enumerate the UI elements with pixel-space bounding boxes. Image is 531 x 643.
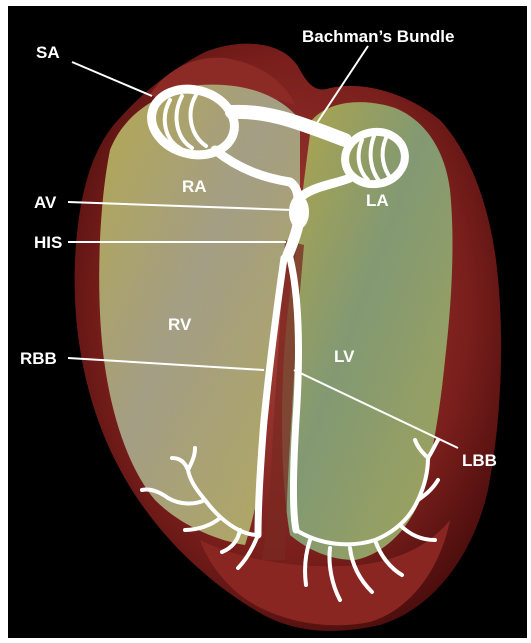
label-sa: SA [36, 43, 60, 62]
label-his: HIS [34, 233, 62, 252]
label-av: AV [34, 193, 57, 212]
label-la: LA [366, 191, 389, 210]
label-lbb: LBB [462, 451, 497, 470]
label-lv: LV [334, 347, 355, 366]
label-bachmans-bundle: Bachman’s Bundle [302, 27, 454, 46]
label-ra: RA [182, 177, 207, 196]
label-rv: RV [168, 315, 192, 334]
label-rbb: RBB [20, 349, 57, 368]
